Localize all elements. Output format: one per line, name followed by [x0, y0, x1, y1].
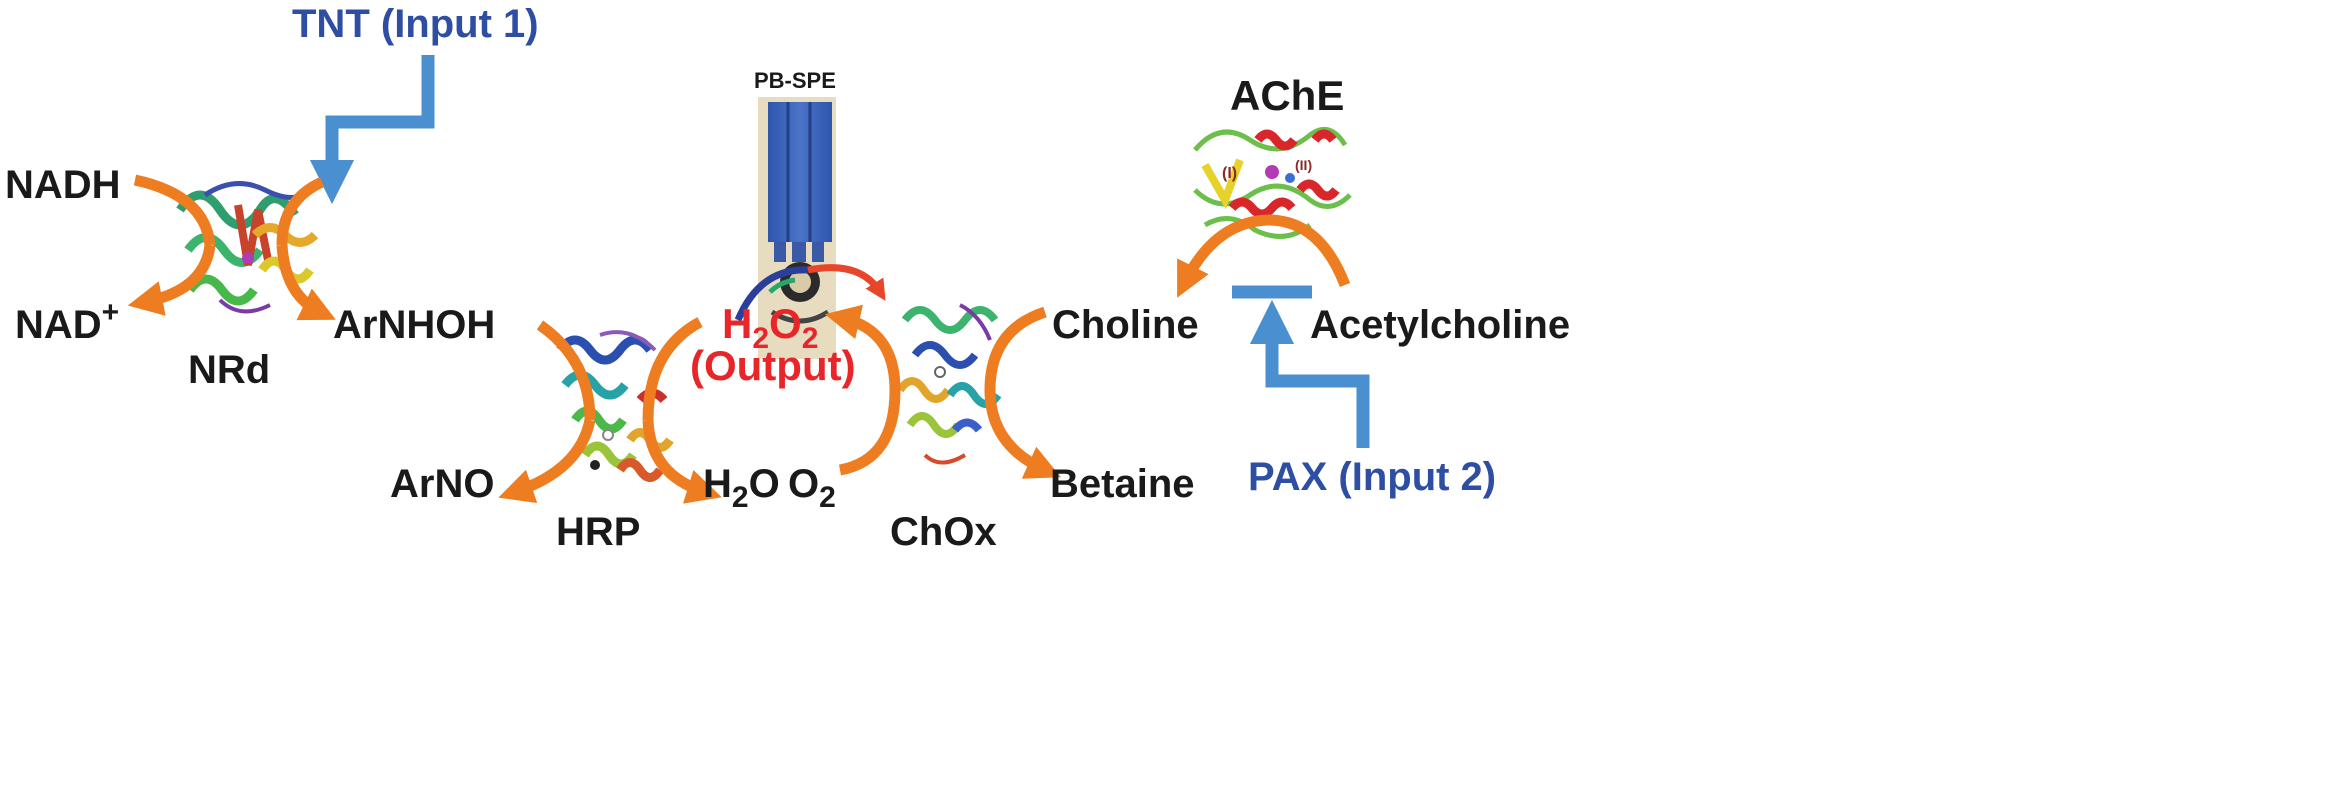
- electrode-arrow-in: [734, 266, 809, 322]
- betaine-label: Betaine: [1050, 462, 1195, 506]
- output-label: (Output): [690, 342, 856, 389]
- pb-spe-label: PB-SPE: [754, 68, 836, 93]
- ache-label: AChE: [1230, 72, 1344, 119]
- arnhoh-label: ArNHOH: [333, 303, 495, 347]
- nrd-label: NRd: [188, 348, 270, 392]
- input2-arrow: [1249, 299, 1370, 448]
- chox-arrow-in-o2: [838, 389, 901, 476]
- hrp-arrow-in-arnhoh: [536, 320, 596, 421]
- ache-arrow-out-choline: [1177, 214, 1269, 298]
- ache-protein-structure: [1193, 126, 1352, 239]
- tnt-input-label: TNT (Input 1): [292, 2, 539, 46]
- o2-label: O2: [788, 462, 836, 514]
- nrd-arrow-in-nadh: [133, 174, 216, 246]
- nrd-arrow-out-nad: [127, 244, 216, 316]
- nadh-label: NADH: [5, 163, 121, 207]
- h2o2-label: H2O2: [722, 300, 818, 355]
- nrd-arrow-in-tnt: [276, 176, 325, 246]
- chox-protein-structure: [896, 303, 1002, 465]
- input1-arrow: [309, 55, 435, 205]
- h2o-label: H2O: [703, 462, 780, 514]
- chox-arrow-out-betaine: [984, 389, 1062, 479]
- hrp-arrow-in-h2o2: [642, 317, 703, 421]
- chox-label: ChOx: [890, 510, 997, 554]
- pax-input-label: PAX (Input 2): [1248, 455, 1496, 499]
- choline-label: Choline: [1052, 303, 1199, 347]
- pb-spe-electrode: [758, 97, 836, 359]
- arno-label: ArNO: [390, 462, 494, 506]
- acetylcholine-label: Acetylcholine: [1310, 303, 1570, 347]
- hrp-arrow-out-h2o: [642, 419, 722, 504]
- electrode-arrow-out: [807, 264, 886, 301]
- electrode-arrow-green: [768, 277, 796, 294]
- h2o2-subscript-2: 2: [802, 322, 819, 355]
- ache-site-label-1: (I): [1222, 165, 1237, 182]
- nad-plus-label: NAD+: [15, 296, 119, 347]
- nrd-protein-structure: [176, 181, 319, 314]
- chox-arrow-out-h2o2: [824, 304, 901, 391]
- ache-arrow-in-acetylcholine: [1267, 214, 1351, 288]
- h2o-subscript: 2: [732, 481, 749, 514]
- hrp-arrow-out-arno: [498, 418, 596, 504]
- ache-site-label-2: (II): [1295, 157, 1312, 173]
- nrd-arrow-out-arnhoh: [276, 244, 336, 321]
- h2o2-subscript-1: 2: [752, 322, 769, 355]
- hrp-label: HRP: [556, 510, 640, 554]
- chox-arrow-in-choline: [984, 306, 1047, 391]
- o2-subscript: 2: [819, 481, 836, 514]
- nad-plus-superscript: +: [102, 296, 120, 329]
